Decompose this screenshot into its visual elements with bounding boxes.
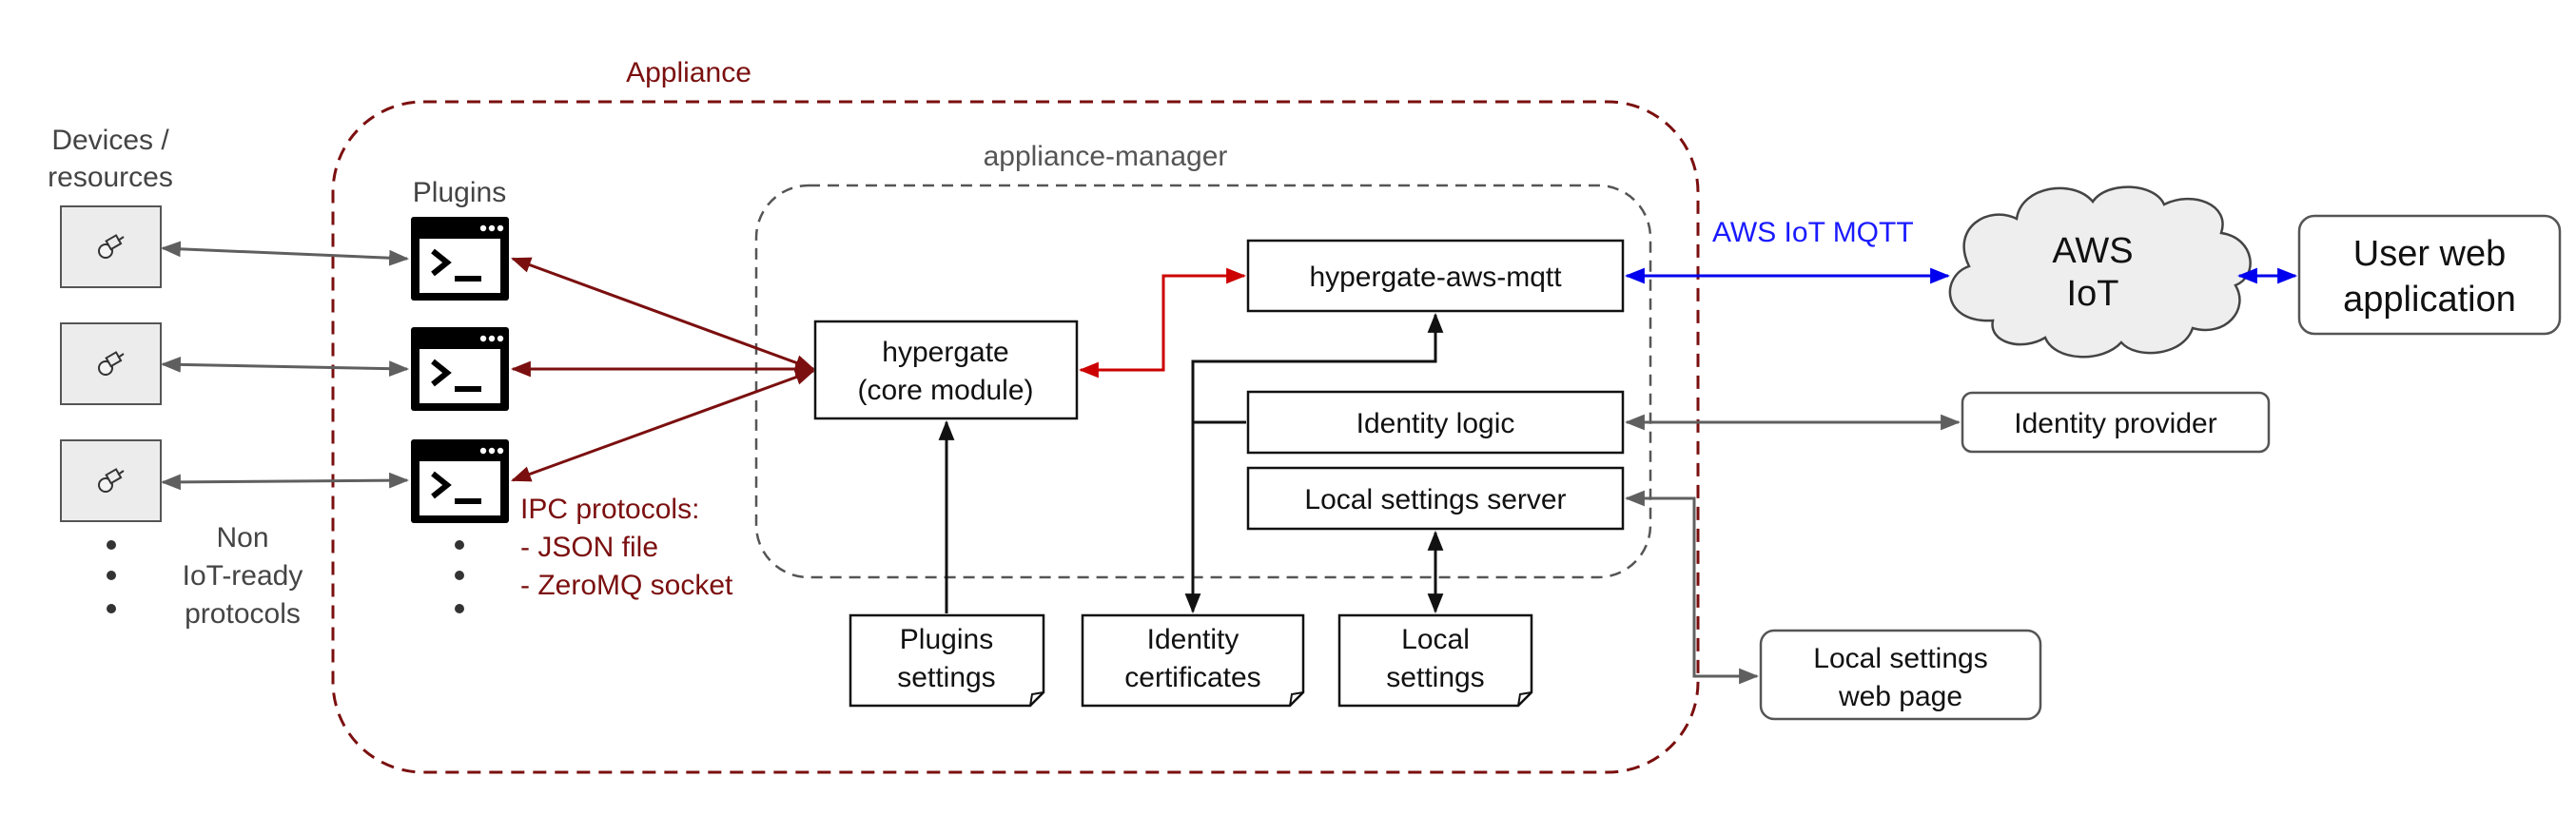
hypergate-aws-mqtt-module: hypergate-aws-mqtt [1246,239,1625,313]
local-settings-web-arrow [1624,490,1760,685]
local-settings-server-label: Local settings server [1304,484,1566,515]
local-settings-web-page-label: Local settings [1813,643,1987,674]
non-iot-label: Non [216,522,268,554]
plugins-title: Plugins [413,177,506,208]
ipc-item-json: - JSON file [520,532,658,563]
device-2 [60,322,162,405]
plugin-hypergate-arrow-3 [511,369,815,482]
device-plugin-arrow-2 [160,356,410,378]
device-plugin-arrow-1 [160,241,410,266]
hypergate-core-module: hypergate (core module) [813,320,1079,420]
identity-certificates-label: Identity [1147,624,1239,655]
identity-logic-label: Identity logic [1356,408,1515,439]
plug-icon [98,234,125,259]
ipc-title: IPC protocols: [520,494,699,525]
non-iot-label-2: IoT-ready [183,560,303,592]
aws-iot-mqtt-label: AWS IoT MQTT [1712,217,1914,248]
local-settings-label: Local [1401,624,1470,655]
plugin-3 [411,439,509,523]
device-plugin-arrow-3 [160,472,410,491]
plugins-settings-label: Plugins [900,624,993,655]
identity-certificates-file: Identity certificates [1081,613,1305,708]
ipc-item-zeromq: - ZeroMQ socket [520,570,733,601]
hypergate-label-2: (core module) [857,375,1033,406]
hypergate-aws-mqtt-arrow [1078,267,1247,379]
appliance-title: Appliance [626,57,751,88]
devices-title-2: resources [48,162,173,193]
device-3 [60,439,162,522]
devices-title: Devices / [51,125,169,156]
aws-iot-label: AWS [2052,231,2133,271]
identity-certificates-label-2: certificates [1124,662,1260,693]
aws-mqtt-module-label: hypergate-aws-mqtt [1309,262,1562,293]
plugins-ellipsis [455,540,464,613]
devices-ellipsis [107,540,116,613]
identity-provider-label: Identity provider [2014,408,2216,439]
identity-provider: Identity provider [1961,391,2271,454]
aws-iot-cloud: AWS IoT [1948,185,2252,359]
plugin-2 [411,327,509,411]
hypergate-label: hypergate [882,337,1008,368]
plug-icon [98,351,125,376]
local-settings-web-page-label-2: web page [1838,681,1962,712]
local-settings-label-2: settings [1386,662,1484,693]
identity-logic-module: Identity logic [1246,390,1625,455]
local-settings-server-module: Local settings server [1246,466,1625,531]
plugin-1 [411,217,509,301]
local-settings-file: Local settings [1337,613,1533,708]
device-1 [60,205,162,288]
user-web-application-label: User web [2353,234,2507,274]
non-iot-label-3: protocols [185,598,301,630]
user-web-application: User web application [2297,214,2562,336]
aws-iot-label-2: IoT [2067,274,2119,314]
local-settings-web-page: Local settings web page [1759,629,2042,721]
plugins-settings-file: Plugins settings [849,613,1045,708]
identity-to-aws-mqtt-arrow [1191,312,1444,422]
plugins-settings-label-2: settings [897,662,995,693]
plug-icon [98,468,125,493]
appliance-boundary [331,100,1700,774]
plugin-hypergate-arrow-1 [511,257,815,371]
appliance-manager-title: appliance-manager [984,141,1228,172]
user-web-application-label-2: application [2343,280,2516,320]
